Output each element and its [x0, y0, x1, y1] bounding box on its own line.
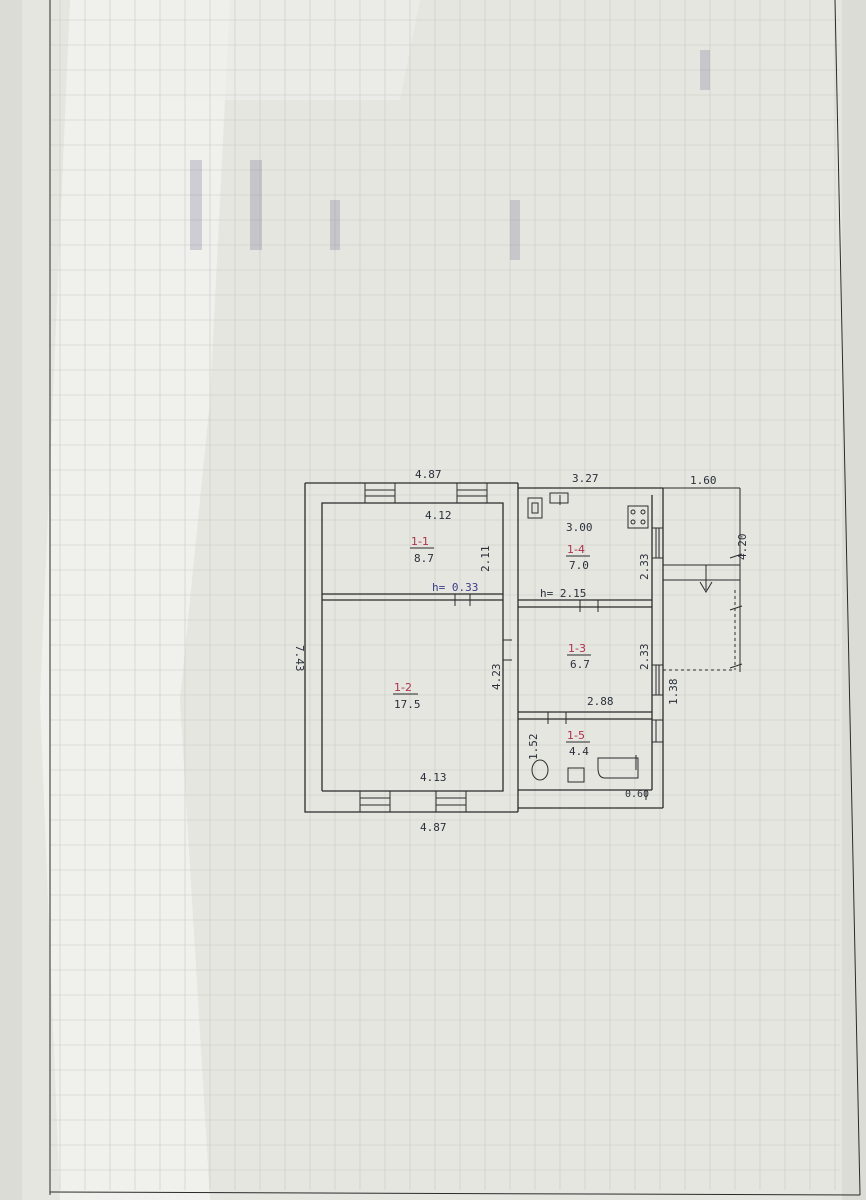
room-labels: 1-1 8.7 1-2 17.5 1-4 7.0 1-3 6.7 1-5 4.4 — [393, 535, 591, 758]
dim-room-1-2-width: 4.13 — [420, 771, 447, 784]
room-1-3-id: 1-3 — [568, 642, 586, 655]
dim-room-1-5-height: 1.52 — [527, 734, 540, 761]
dim-room-1-3-width: 2.88 — [587, 695, 614, 708]
frame-bottom — [49, 1191, 861, 1196]
dim-room-1-4-width: 3.00 — [566, 521, 593, 534]
door-marks — [454, 495, 647, 800]
room-1-4-area: 7.0 — [569, 559, 589, 572]
paper-grid — [50, 0, 840, 1190]
washbasin-icon — [567, 767, 585, 783]
dim-side: 1.38 — [667, 679, 680, 706]
glare — [160, 0, 420, 100]
dim-room-1-3-height: 2.33 — [638, 644, 651, 671]
room-1-5-area: 4.4 — [569, 745, 589, 758]
windows — [359, 482, 664, 813]
room-1-5-id: 1-5 — [567, 729, 585, 742]
dim-left: 7.43 — [293, 645, 306, 672]
frame-right — [834, 0, 861, 1196]
cooktop-icon — [627, 505, 649, 529]
dim-top-right: 3.27 — [572, 472, 599, 485]
ghost-marks — [190, 50, 710, 260]
room-1-2-area: 17.5 — [394, 698, 421, 711]
height-left: h= 0.33 — [432, 581, 478, 594]
dim-room-1-1-width: 4.12 — [425, 509, 452, 522]
dim-room-1-2-height: 4.23 — [490, 664, 503, 691]
toilet-icon — [531, 759, 549, 781]
dim-porch-width: 1.60 — [690, 474, 717, 487]
bathtub-icon — [597, 757, 639, 779]
dim-top-left: 4.87 — [415, 468, 442, 481]
floor-plan — [304, 482, 743, 813]
dim-bottom: 4.87 — [420, 821, 447, 834]
room-1-2-id: 1-2 — [394, 681, 412, 694]
dim-room-1-1-height: 2.11 — [479, 546, 492, 573]
room-1-1-id: 1-1 — [411, 535, 429, 548]
porch — [663, 487, 743, 672]
room-1-4-id: 1-4 — [567, 543, 585, 556]
dim-porch-height: 4.20 — [736, 534, 749, 561]
dim-room-1-4-height: 2.33 — [638, 554, 651, 581]
dim-room-1-5-door: 0.60 — [625, 789, 649, 800]
sink-icon — [549, 492, 569, 504]
stove-icon — [527, 497, 543, 519]
height-right: h= 2.15 — [540, 587, 586, 600]
room-1-3-area: 6.7 — [570, 658, 590, 671]
room-1-1-area: 8.7 — [414, 552, 434, 565]
dimension-labels: 4.87 3.27 1.60 4.87 7.43 4.20 4.12 2.11 … — [293, 468, 749, 834]
fixtures — [527, 492, 649, 783]
